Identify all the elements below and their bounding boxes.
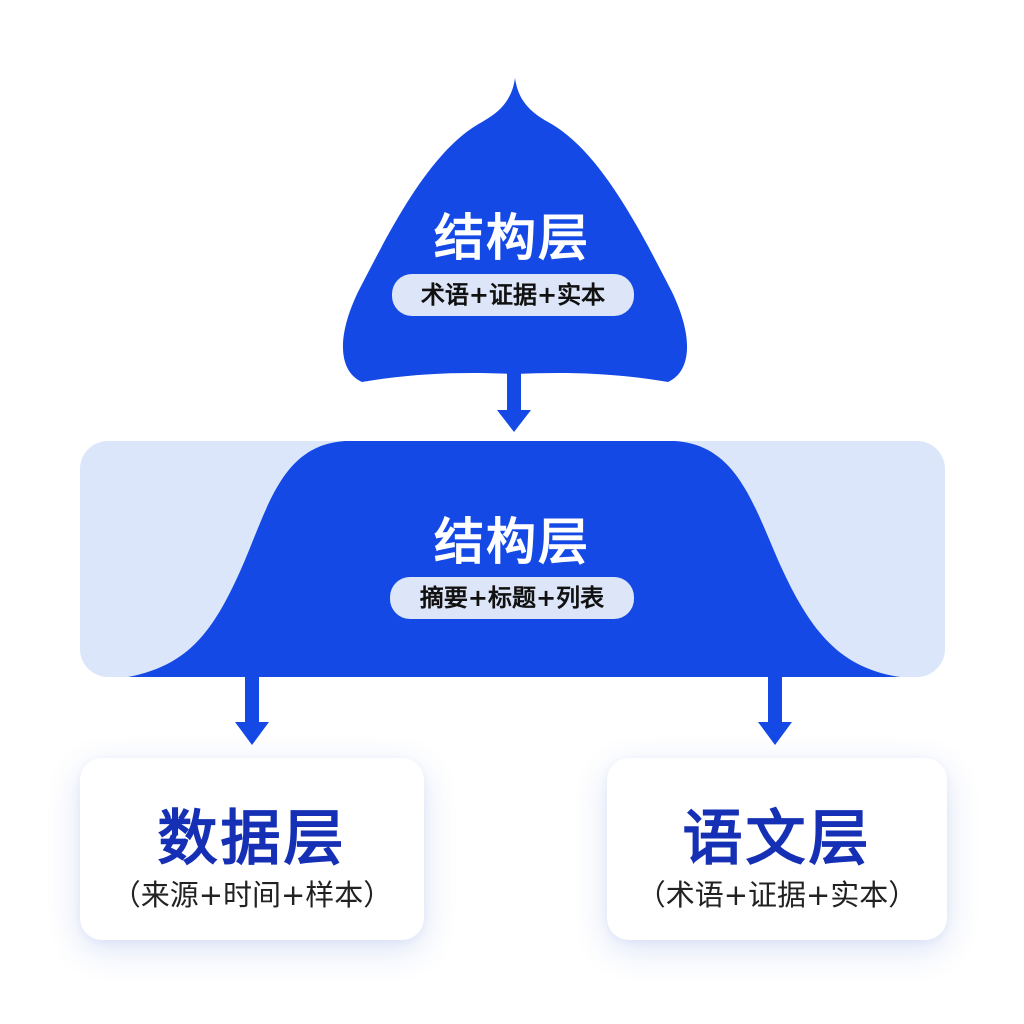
arrow-middle-to-right	[758, 677, 792, 745]
middle-node-shape	[128, 441, 900, 677]
language-layer-title: 语文层	[682, 804, 872, 874]
middle-node-title: 结构层	[434, 513, 590, 571]
data-layer-card: 数据层 （来源+时间+样本）	[80, 758, 424, 940]
arrow-top-to-middle	[497, 372, 531, 432]
arrow-middle-to-left	[235, 677, 269, 745]
language-layer-card: 语文层 （术语+证据+实本）	[607, 758, 947, 940]
middle-node-tag: 摘要+标题+列表	[390, 577, 634, 619]
top-node-tag: 术语+证据+实本	[392, 274, 634, 316]
data-layer-subtitle: （来源+时间+样本）	[111, 878, 393, 912]
top-node-title: 结构层	[434, 209, 590, 267]
language-layer-subtitle: （术语+证据+实本）	[636, 878, 918, 912]
data-layer-title: 数据层	[157, 804, 347, 874]
